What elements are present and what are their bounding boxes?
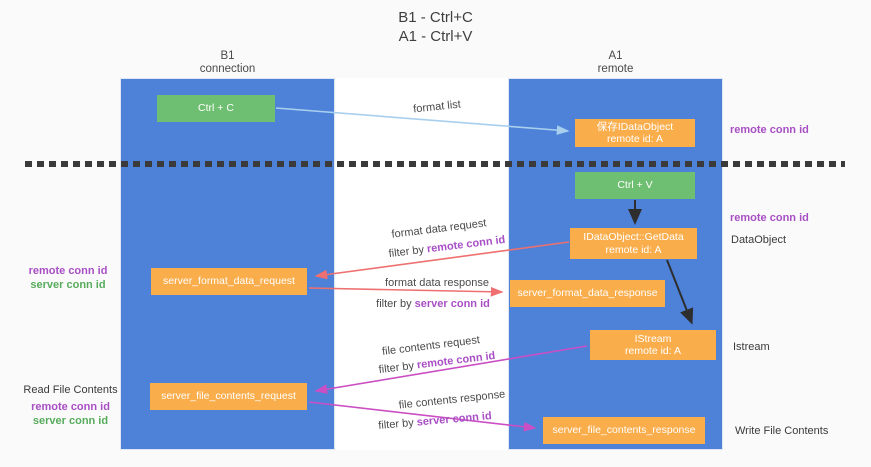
ctrl-v-box: Ctrl + V: [575, 172, 695, 199]
lane-header-b1: B1 connection: [120, 50, 335, 76]
left-remote-conn-id-2: remote conn id: [31, 401, 110, 413]
arrow-file-contents-response: [308, 401, 537, 432]
save-idataobject-line2: remote id: A: [606, 133, 664, 145]
lane-b1-sub: connection: [199, 63, 256, 75]
format-data-response-label: format data response: [385, 277, 489, 289]
server-file-contents-response-label: server_file_contents_response: [552, 424, 696, 437]
lane-header-a1: A1 remote: [508, 50, 723, 76]
left-server-conn-id-2: server conn id: [32, 415, 109, 427]
lane-a1-sub: remote: [597, 63, 634, 75]
left-remote-conn-id-1: remote conn id: [28, 265, 108, 277]
dashed-divider: [25, 161, 845, 167]
arrow-format-list: [275, 107, 570, 135]
lane-a1-name: A1: [608, 50, 623, 62]
server-format-data-response-box: server_format_data_response: [510, 280, 665, 307]
write-file-contents-label: Write File Contents: [735, 425, 829, 437]
arrow-getdata-to-istream: [666, 259, 694, 325]
arrow-format-data-response: [308, 286, 504, 297]
left-conn-id-group-2: Read File Contents remote conn id server…: [18, 383, 123, 428]
left-server-conn-id-1: server conn id: [30, 279, 106, 291]
server-format-data-response-label: server_format_data_response: [517, 287, 658, 300]
getdata-line2: remote id: A: [605, 243, 662, 256]
filter-server-conn-id-1: server conn id: [414, 298, 490, 310]
server-file-contents-request-box: server_file_contents_request: [150, 383, 307, 410]
right-remote-conn-id-2: remote conn id: [730, 212, 809, 224]
arrow-format-data-request: [314, 241, 570, 280]
arrow-file-contents-request: [314, 345, 588, 394]
title-line-2: A1 - Ctrl+V: [398, 28, 473, 45]
istream-side-label: Istream: [733, 341, 770, 353]
title-line-1: B1 - Ctrl+C: [398, 9, 473, 26]
ctrl-c-label: Ctrl + C: [198, 102, 234, 115]
lane-b1-name: B1: [220, 50, 235, 62]
lane-gap-background: [336, 78, 508, 450]
diagram-title: B1 - Ctrl+C A1 - Ctrl+V: [0, 8, 871, 46]
format-data-response-filter-label: filter by server conn id: [358, 298, 508, 310]
istream-line2: remote id: A: [624, 345, 682, 357]
server-file-contents-request-label: server_file_contents_request: [161, 390, 296, 403]
ctrl-c-box: Ctrl + C: [157, 95, 275, 122]
istream-box: IStream remote id: A: [590, 330, 716, 360]
ctrl-v-label: Ctrl + V: [617, 179, 653, 192]
dataobject-label: DataObject: [731, 234, 787, 246]
getdata-line1: IDataObject::GetData: [583, 231, 684, 243]
getdata-box: IDataObject::GetData remote id: A: [570, 228, 697, 259]
server-format-data-request-box: server_format_data_request: [151, 268, 307, 295]
server-format-data-request-label: server_format_data_request: [163, 275, 295, 288]
right-remote-conn-id-1: remote conn id: [730, 124, 809, 136]
istream-line1: IStream: [634, 332, 672, 345]
server-file-contents-response-box: server_file_contents_response: [543, 417, 705, 444]
save-idataobject-box: 保存IDataObject remote id: A: [575, 119, 695, 147]
save-idataobject-line1: 保存IDataObject: [596, 120, 674, 133]
filter-by-text-2: filter by: [376, 298, 415, 310]
read-file-contents-label: Read File Contents: [23, 384, 118, 396]
left-conn-id-group-1: remote conn id server conn id: [18, 264, 118, 292]
